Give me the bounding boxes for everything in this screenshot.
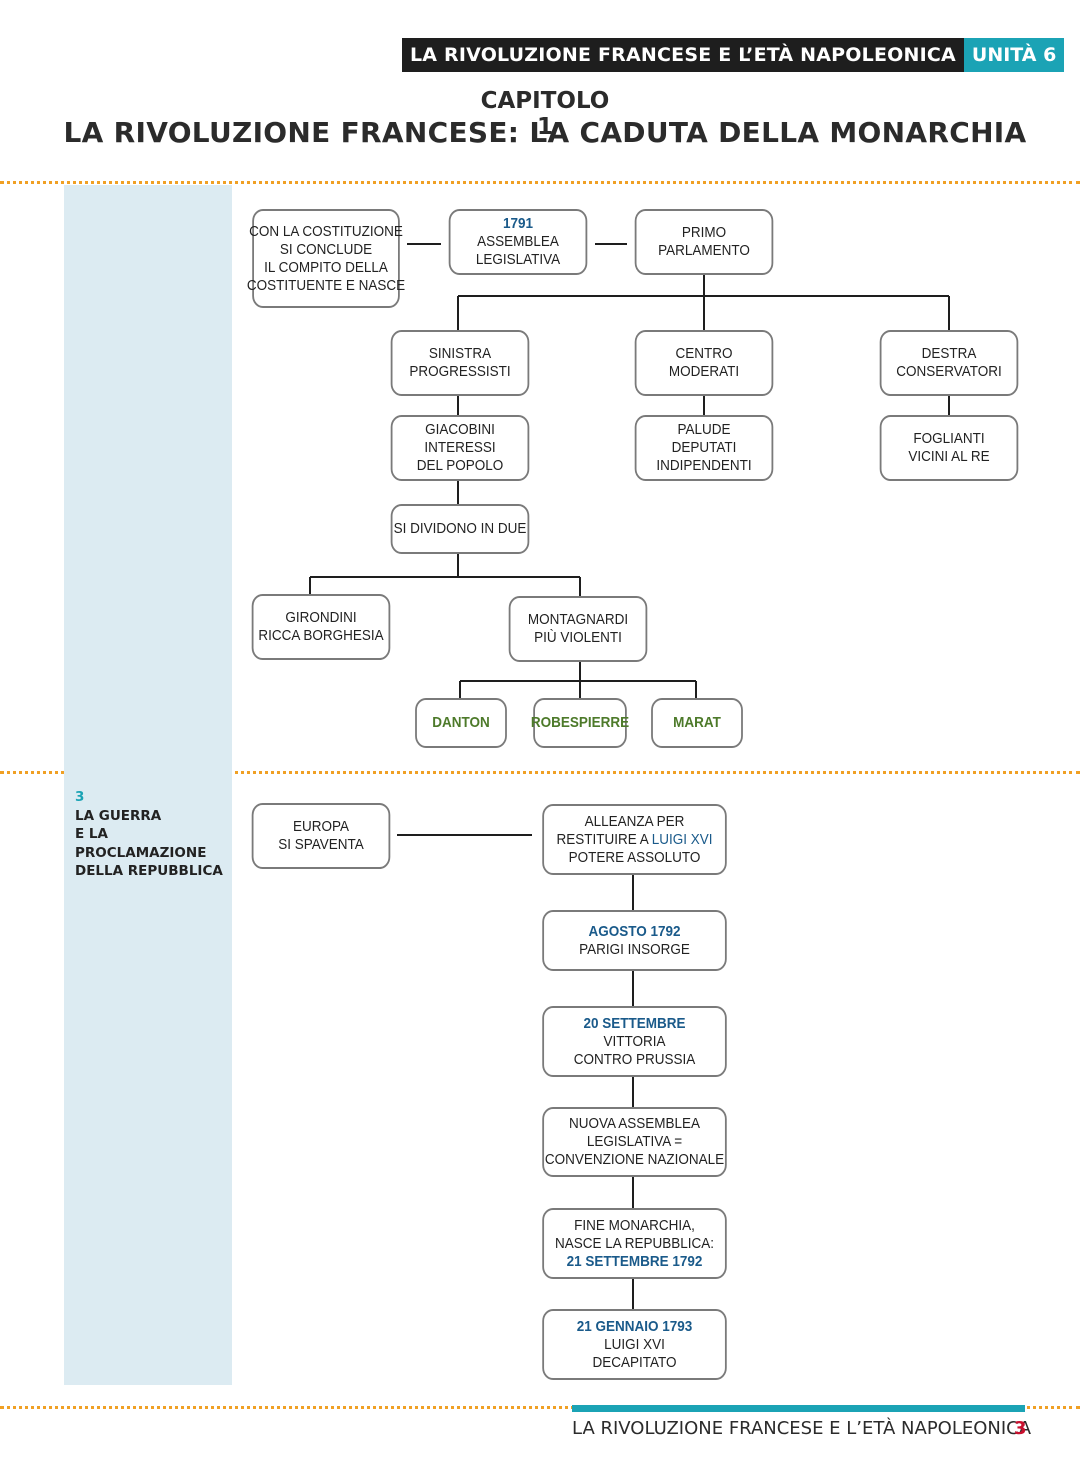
box-text: GIRONDINI [285,609,357,626]
box-marat: MARAT [651,698,743,748]
box-text: POTERE ASSOLUTO [568,848,701,866]
unit-header-number: UNITÀ 6 [963,38,1065,72]
box-name: LUIGI XVI [651,830,713,848]
box-giacobini: GIACOBINI INTERESSI DEL POPOLO [390,415,530,481]
box-text: CON LA COSTITUZIONE [249,222,403,240]
box-europa: EUROPA SI SPAVENTA [251,803,391,869]
box-text: PARLAMENTO [658,242,750,259]
box-text: CONSERVATORI [896,363,1002,380]
box-text: MODERATI [668,363,740,380]
dotted-divider-top [0,181,1080,184]
box-text: DEPUTATI [671,439,737,456]
sidebar-section-line: LA GUERRA [75,807,162,824]
box-text: FINE MONARCHIA, [574,1216,695,1234]
box-text: ALLEANZA PER [584,812,685,830]
dotted-divider-middle [0,771,1080,774]
box-text: INDIPENDENTI [656,457,752,474]
box-destra: DESTRA CONSERVATORI [879,330,1019,396]
box-agosto-1792: AGOSTO 1792 PARIGI INSORGE [542,910,727,971]
box-text: RESTITUIRE A LUIGI XVI [556,831,712,849]
box-text: RICCA BORGHESIA [258,627,384,644]
box-text: VICINI AL RE [908,448,990,465]
box-date: AGOSTO 1792 [588,922,681,940]
footer-title: LA RIVOLUZIONE FRANCESE E L’ETÀ NAPOLEON… [572,1418,1032,1439]
chapter-title: LA RIVOLUZIONE FRANCESE: LA CADUTA DELLA… [63,116,1027,149]
page-number: 3 [1014,1418,1027,1439]
box-danton: DANTON [415,698,507,748]
box-text: GIACOBINI [425,421,495,438]
box-text: NASCE LA REPUBBLICA: [554,1234,715,1252]
box-text: CONTRO PRUSSIA [573,1050,696,1068]
chapter-number: CAPITOLO 1 [480,88,610,140]
box-robespierre: ROBESPIERRE [530,698,630,748]
box-text: EUROPA [292,818,349,835]
box-montagnardi: MONTAGNARDI PIÙ VIOLENTI [508,596,648,662]
box-text: PARIGI INSORGE [579,940,690,958]
unit-header: LA RIVOLUZIONE FRANCESE E L’ETÀ NAPOLEON… [402,38,1065,72]
box-text: DECAPITATO [592,1353,677,1371]
box-text: INTERESSI [424,439,496,456]
box-date: 1791 [502,215,534,232]
box-date: 21 SETTEMBRE 1792 [566,1252,703,1270]
sidebar-section-number: 3 [75,789,85,805]
box-text: PALUDE [677,421,731,438]
box-nuova-assemblea: NUOVA ASSEMBLEA LEGISLATIVA = CONVENZION… [542,1107,727,1177]
box-text: VITTORIA [603,1032,666,1050]
box-sinistra: SINISTRA PROGRESSISTI [390,330,530,396]
box-date: 20 SETTEMBRE [583,1014,686,1032]
box-text: SI SPAVENTA [278,836,364,853]
box-text: LEGISLATIVA [475,251,561,268]
box-name: DANTON [432,714,490,731]
box-text: CENTRO [675,345,733,362]
box-name: ROBESPIERRE [530,714,630,731]
box-text: SINISTRA [428,345,492,362]
box-text-part: RESTITUIRE A [556,830,652,848]
box-girondini: GIRONDINI RICCA BORGHESIA [251,594,391,660]
box-text: NUOVA ASSEMBLEA [568,1115,701,1132]
sidebar-section-line: PROCLAMAZIONE [75,844,207,861]
box-si-dividono: SI DIVIDONO IN DUE [390,504,530,554]
box-palude: PALUDE DEPUTATI INDIPENDENTI [634,415,774,481]
box-foglianti: FOGLIANTI VICINI AL RE [879,415,1019,481]
box-assemblea-legislativa: 1791 ASSEMBLEA LEGISLATIVA [448,209,588,275]
box-text: IL COMPITO DELLA [264,258,388,276]
footer-accent-bar [572,1405,1025,1412]
box-text: PROGRESSISTI [409,363,511,380]
box-text: COSTITUENTE E NASCE [246,276,406,294]
box-text: SI DIVIDONO IN DUE [393,520,527,537]
box-alleanza: ALLEANZA PER RESTITUIRE A LUIGI XVI POTE… [542,804,727,875]
box-costituzione: CON LA COSTITUZIONE SI CONCLUDE IL COMPI… [247,209,405,308]
box-text: MONTAGNARDI [527,611,629,628]
box-name: MARAT [673,714,721,731]
box-centro: CENTRO MODERATI [634,330,774,396]
box-date: 21 GENNAIO 1793 [576,1317,693,1335]
sidebar-section-line: E LA [75,826,108,842]
box-text: FOGLIANTI [913,430,985,447]
box-text: DESTRA [921,345,977,362]
box-20-settembre: 20 SETTEMBRE VITTORIA CONTRO PRUSSIA [542,1006,727,1077]
dotted-divider-bottom [0,1406,1080,1409]
box-21-gennaio-1793: 21 GENNAIO 1793 LUIGI XVI DECAPITATO [542,1309,727,1380]
sidebar-panel [64,185,232,1385]
box-text: DEL POPOLO [416,457,504,474]
box-text: LEGISLATIVA = [586,1133,683,1150]
box-text: SI CONCLUDE [279,240,373,258]
box-text: PRIMO [681,224,727,241]
box-text: LUIGI XVI [604,1335,665,1353]
box-fine-monarchia: FINE MONARCHIA, NASCE LA REPUBBLICA: 21 … [542,1208,727,1279]
box-text: CONVENZIONE NAZIONALE [544,1151,725,1168]
box-text: ASSEMBLEA [477,233,559,250]
box-primo-parlamento: PRIMO PARLAMENTO [634,209,774,275]
sidebar-section-line: DELLA REPUBBLICA [75,863,223,879]
box-text: PIÙ VIOLENTI [534,629,622,646]
unit-header-title: LA RIVOLUZIONE FRANCESE E L’ETÀ NAPOLEON… [402,38,964,72]
sidebar-section-label: 3 LA GUERRA E LA PROCLAMAZIONE DELLA REP… [75,788,223,881]
